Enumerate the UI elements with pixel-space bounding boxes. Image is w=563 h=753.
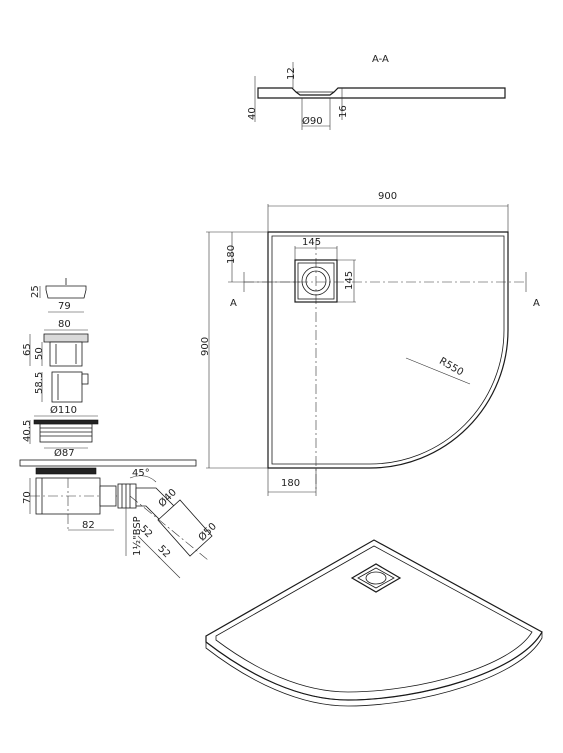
dim-section-drain: Ø90 <box>302 115 323 127</box>
drain-trap: 70 82 <box>22 477 118 531</box>
dim-trap-length: 82 <box>82 520 95 531</box>
dim-flange-height: 40.5 <box>22 420 33 442</box>
tray-outline <box>267 231 509 469</box>
dim-section-depth: 16 <box>338 105 349 118</box>
shower-tray-isometric <box>205 539 543 707</box>
dim-elbow-2: 52 <box>155 544 172 561</box>
dim-trap-height: 70 <box>22 491 33 504</box>
section-title: A-A <box>372 54 389 65</box>
dim-cap-height: 25 <box>30 285 41 298</box>
seal-ring <box>35 467 97 475</box>
drain-grate-icon <box>294 259 338 303</box>
dim-section-thickness: 12 <box>286 67 297 80</box>
dim-grate-width: 145 <box>302 237 321 248</box>
dim-inner-diameter: Ø87 <box>54 447 75 459</box>
dim-offset-top: 180 <box>226 245 237 264</box>
dim-body-height: 50 <box>34 347 45 360</box>
drain-grate-iso-icon <box>350 563 402 593</box>
drain-pipe: 58.5 <box>34 371 89 403</box>
drain-flange: Ø110 40.5 Ø87 <box>22 404 99 459</box>
dim-line-radius <box>405 357 471 385</box>
drain-cap: 25 79 <box>30 278 87 313</box>
dim-plan-width: 900 <box>378 191 397 202</box>
dim-body-total: 65 <box>22 343 33 356</box>
drain-body: 80 65 50 <box>22 319 89 367</box>
dim-flange-diameter: Ø110 <box>50 404 77 416</box>
dim-pipe-height: 58.5 <box>34 372 45 394</box>
tray-slice <box>19 459 197 467</box>
dim-radius: R550 <box>437 356 465 379</box>
dim-thread: 1½"BSP <box>131 516 143 556</box>
dim-section-height: 40 <box>247 107 258 120</box>
dim-offset-left: 180 <box>281 478 300 489</box>
drain-elbow: 45° Ø40 Ø50 52 52 1½"BSP <box>117 468 219 579</box>
section-mark-right: A <box>533 298 540 309</box>
plan-view: 900 900 180 A A 145 145 <box>200 191 540 496</box>
section-mark-left: A <box>230 298 237 309</box>
dim-grate-height: 145 <box>344 271 355 290</box>
drain-assembly: 25 79 80 65 50 58.5 Ø110 <box>19 278 219 579</box>
dim-angle: 45° <box>132 468 150 479</box>
dim-plan-height: 900 <box>200 337 211 356</box>
section-view: A-A 12 40 Ø90 16 <box>247 54 506 130</box>
dim-cap-width: 79 <box>58 301 71 312</box>
section-profile <box>257 87 506 99</box>
tray-inner-outline <box>271 235 505 465</box>
dim-body-width: 80 <box>58 319 71 330</box>
